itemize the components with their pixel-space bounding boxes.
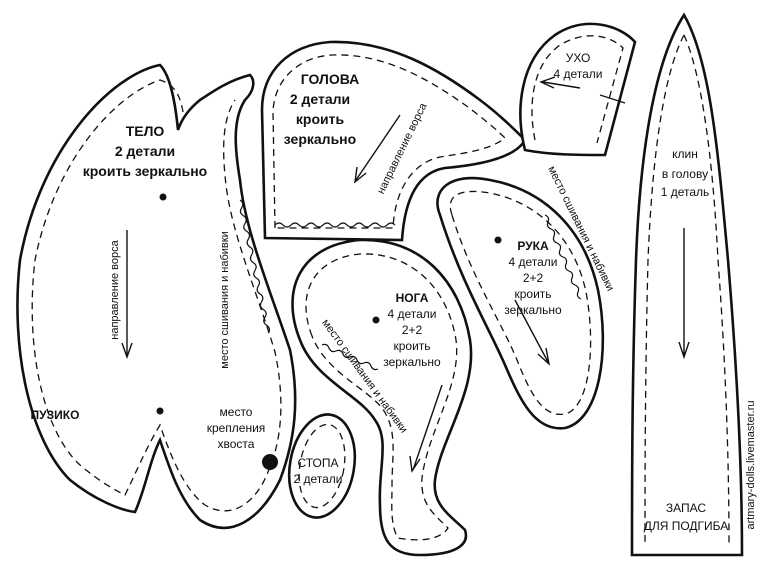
- wedge-allowance-2: ДЛЯ ПОДГИБА: [644, 519, 729, 533]
- arm-mirror: зеркально: [504, 303, 562, 317]
- leg-title: НОГА: [396, 291, 429, 305]
- body-count: 2 детали: [115, 143, 175, 159]
- head-count: 2 детали: [290, 91, 350, 107]
- leg-split: 2+2: [402, 323, 423, 337]
- foot-count: 2 детали: [293, 472, 342, 486]
- tail-attach-dot: [262, 454, 278, 470]
- wedge-piece: клин в голову 1 деталь ЗАПАС ДЛЯ ПОДГИБА: [630, 12, 744, 557]
- body-nap-label: направление ворса: [109, 239, 121, 339]
- arm-count: 4 детали: [508, 255, 557, 269]
- tail-label-1: место: [220, 405, 253, 419]
- tail-label-3: хвоста: [218, 437, 255, 451]
- leg-marker-dot: [372, 316, 380, 324]
- belly-label: ПУЗИКО: [31, 408, 80, 422]
- leg-piece: НОГА 4 детали 2+2 кроить зеркально место…: [291, 238, 473, 557]
- arm-piece: РУКА 4 детали 2+2 кроить зеркально место…: [436, 164, 616, 430]
- leg-cut: кроить: [393, 339, 430, 353]
- foot-piece: СТОПА 2 детали: [287, 413, 357, 519]
- arm-title: РУКА: [517, 239, 549, 253]
- arm-marker-dot: [494, 236, 502, 244]
- watermark: artmary-dolls.livemaster.ru: [745, 401, 757, 530]
- head-cut: кроить: [296, 111, 345, 127]
- ear-title: УХО: [566, 51, 591, 65]
- body-marker-dot: [159, 193, 167, 201]
- head-mirror: зеркально: [284, 131, 356, 147]
- leg-count: 4 детали: [387, 307, 436, 321]
- arm-cut: кроить: [514, 287, 551, 301]
- tail-label-2: крепления: [207, 421, 266, 435]
- head-title: ГОЛОВА: [301, 71, 360, 87]
- body-seam-label: место сшивания и набивки: [219, 231, 231, 368]
- ear-piece: УХО 4 детали: [519, 22, 637, 157]
- belly-marker-dot: [156, 407, 164, 415]
- wedge-label-3: 1 деталь: [661, 185, 710, 199]
- arm-split: 2+2: [523, 271, 544, 285]
- leg-mirror: зеркально: [383, 355, 441, 369]
- body-cut-note: кроить зеркально: [83, 163, 207, 179]
- foot-title: СТОПА: [297, 456, 338, 470]
- ear-count: 4 детали: [553, 67, 602, 81]
- wedge-label-2: в голову: [662, 167, 708, 181]
- wedge-allowance-1: ЗАПАС: [666, 501, 706, 515]
- head-piece: ГОЛОВА 2 детали кроить зеркально направл…: [260, 40, 527, 242]
- wedge-label-1: клин: [672, 147, 698, 161]
- body-title: ТЕЛО: [126, 123, 165, 139]
- body-piece: ТЕЛО 2 детали кроить зеркально направлен…: [16, 63, 297, 530]
